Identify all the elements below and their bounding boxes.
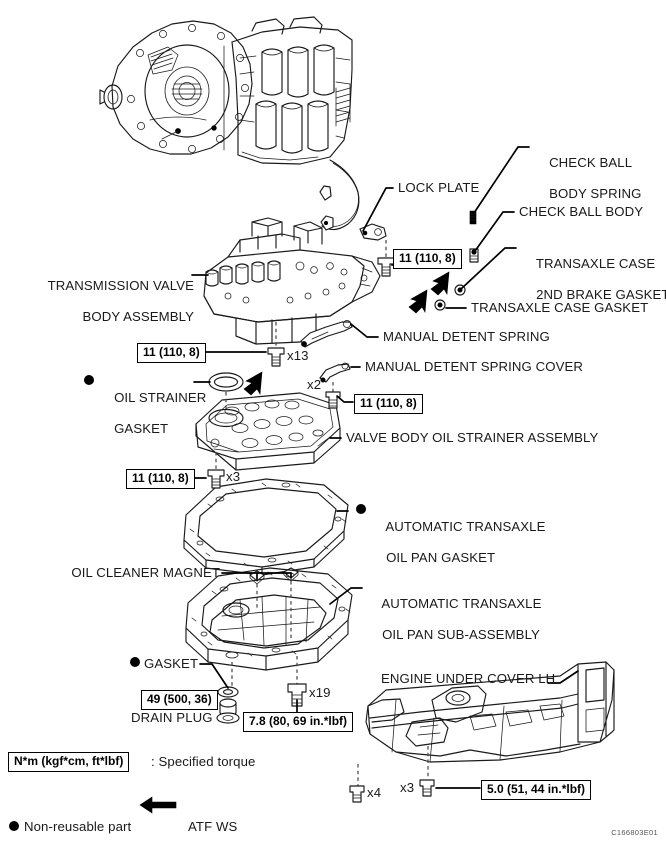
lock-plate-drawing xyxy=(360,224,386,240)
bolt-icons xyxy=(208,258,434,802)
label-oil-strainer-gasket: OIL STRAINER GASKET xyxy=(99,374,206,452)
bolt-oil-pan xyxy=(288,684,306,706)
label-drain-plug: DRAIN PLUG xyxy=(131,710,213,725)
legend-torque-box: N*m (kgf*cm, ft*lbf) xyxy=(8,752,130,772)
torque-box-lock-plate-bolt: 11 (110, 8) xyxy=(393,249,462,269)
check-ball-body-drawing xyxy=(470,249,478,262)
label-engine-under-cover-lh: ENGINE UNDER COVER LH xyxy=(381,671,556,686)
qty-strainer-bolts: x3 xyxy=(226,469,241,484)
legend-atf-arrow xyxy=(140,797,176,813)
label-automatic-transaxle-oil-pan-gasket: AUTOMATIC TRANSAXLE OIL PAN GASKET xyxy=(371,503,546,581)
document-code: C166803E01 xyxy=(611,828,658,837)
label-cbbs-line1: CHECK BALL xyxy=(549,154,633,170)
label-check-ball-body-spring: CHECK BALL BODY SPRING xyxy=(534,139,642,217)
label-automatic-transaxle-oil-pan-sub-assembly: AUTOMATIC TRANSAXLE OIL PAN SUB-ASSEMBLY xyxy=(367,580,542,658)
label-osg-line1: OIL STRAINER xyxy=(114,389,207,405)
label-oil-cleaner-magnet: OIL CLEANER MAGNET xyxy=(71,565,220,580)
valve-body-oil-strainer-drawing xyxy=(196,393,340,470)
bolt-under-cover-rear xyxy=(420,780,434,796)
bolt-strainer xyxy=(208,470,224,488)
non-reusable-marker-oil-strainer-gasket xyxy=(84,375,94,385)
non-reusable-marker-oil-pan-gasket xyxy=(356,504,366,514)
label-tc2bg-line1: TRANSAXLE CASE xyxy=(535,255,656,271)
label-valve-body-oil-strainer-assembly: VALVE BODY OIL STRAINER ASSEMBLY xyxy=(346,430,599,445)
label-atopg-line1: AUTOMATIC TRANSAXLE xyxy=(385,518,546,534)
manual-detent-spring-cover-drawing xyxy=(320,363,350,382)
non-reusable-marker-gasket xyxy=(130,657,140,667)
transaxle-case-housing-drawing xyxy=(100,17,352,164)
torque-box-detent-spring-cover-bolt: 11 (110, 8) xyxy=(354,394,423,414)
engine-under-cover-drawing xyxy=(366,662,614,762)
manual-detent-spring-drawing xyxy=(301,320,352,347)
qty-under-cover-bolts-rear: x3 xyxy=(400,780,415,795)
torque-box-drain-plug: 49 (500, 36) xyxy=(141,690,218,710)
label-gasket: GASKET xyxy=(144,656,199,671)
bolt-detent-spring-cover xyxy=(326,392,340,408)
atf-ws-arrow-upper xyxy=(431,272,449,295)
assembly-axis-lines xyxy=(216,240,428,786)
leader-lines xyxy=(184,147,578,788)
label-atopsa-line2: OIL PAN SUB-ASSEMBLY xyxy=(382,626,540,642)
label-lock-plate: LOCK PLATE xyxy=(398,180,480,195)
label-tc2bg-line2: 2ND BRAKE GASKET xyxy=(536,286,666,302)
label-atopg-line2: OIL PAN GASKET xyxy=(386,549,496,565)
oil-pan-gasket-drawing xyxy=(184,479,348,575)
torque-box-under-cover-bolts: 5.0 (51, 44 in.*lbf) xyxy=(481,780,592,800)
drain-plug-drawing xyxy=(217,699,239,723)
label-tvba-line2: BODY ASSEMBLY xyxy=(82,308,194,324)
label-transaxle-case-2nd-brake-gasket: TRANSAXLE CASE 2ND BRAKE GASKET xyxy=(521,240,666,318)
oil-pan-sub-assembly-drawing xyxy=(186,568,352,670)
label-transmission-valve-body-assembly: TRANSMISSION VALVE BODY ASSEMBLY xyxy=(28,262,194,340)
check-ball-body-spring-drawing xyxy=(470,211,476,224)
legend-non-reusable-label: Non-reusable part xyxy=(24,819,132,834)
bolt-valve-body xyxy=(268,348,284,366)
label-tvba-line1: TRANSMISSION VALVE xyxy=(47,277,194,293)
qty-detent-spring-cover-bolt: x2 xyxy=(307,377,322,392)
torque-box-valve-body-bolts: 11 (110, 8) xyxy=(137,343,206,363)
bolt-under-cover-front xyxy=(350,786,364,802)
label-osg-line2: GASKET xyxy=(114,420,169,436)
atf-ws-arrow-lower xyxy=(409,290,427,313)
legend-non-reusable-bullet xyxy=(9,821,19,831)
torque-box-strainer-bolts: 11 (110, 8) xyxy=(126,469,195,489)
transaxle-case-gasket-drawing xyxy=(435,300,445,310)
legend-torque-description: : Specified torque xyxy=(151,754,256,769)
qty-valve-body-bolts: x13 xyxy=(287,348,309,363)
label-check-ball-body: CHECK BALL BODY xyxy=(519,204,644,219)
atf-ws-arrow-strainer xyxy=(244,372,262,395)
qty-oil-pan-bolts: x19 xyxy=(309,685,331,700)
atf-tube-drawing xyxy=(320,160,359,230)
label-manual-detent-spring: MANUAL DETENT SPRING xyxy=(383,329,550,344)
oil-strainer-gasket-drawing xyxy=(209,373,243,391)
label-manual-detent-spring-cover: MANUAL DETENT SPRING COVER xyxy=(365,359,584,374)
label-atopsa-line1: AUTOMATIC TRANSAXLE xyxy=(381,595,542,611)
legend-fluid-label: ATF WS xyxy=(188,819,238,834)
torque-box-oil-pan-bolts: 7.8 (80, 69 in.*lbf) xyxy=(243,712,354,732)
bolt-lock-plate xyxy=(378,258,394,276)
label-transaxle-case-gasket: TRANSAXLE CASE GASKET xyxy=(471,300,649,315)
label-cbbs-line2: BODY SPRING xyxy=(549,185,642,201)
qty-under-cover-bolts-front: x4 xyxy=(367,785,382,800)
